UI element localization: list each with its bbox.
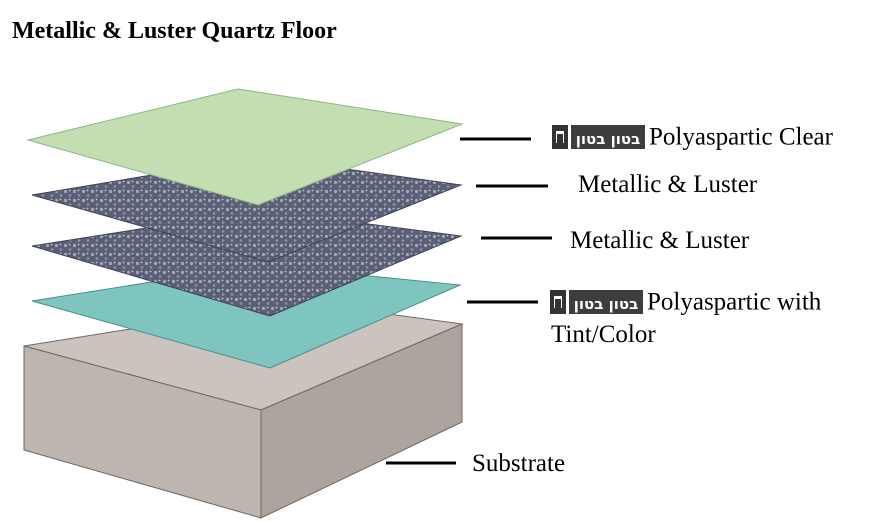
label-base-coat: בטון בטון Polyaspartic with — [550, 286, 821, 317]
substrate-side-face — [260, 323, 463, 519]
beton-logo-icon: בטון בטון — [550, 290, 643, 315]
diagram-title: Metallic & Luster Quartz Floor — [12, 18, 337, 44]
label-base-coat-line1: Polyaspartic with — [647, 288, 822, 316]
svg-text:בטון בטון: בטון בטון — [574, 295, 639, 313]
clear-top-layer — [26, 88, 464, 206]
label-top-coat-text: Polyaspartic Clear — [649, 123, 833, 151]
label-base-coat-line2: Tint/Color — [551, 321, 656, 348]
label-metallic-2: Metallic & Luster — [570, 227, 750, 254]
svg-text:בטון בטון: בטון בטון — [576, 130, 641, 148]
label-top-coat: בטון בטון Polyaspartic Clear — [552, 121, 833, 152]
label-substrate: Substrate — [472, 450, 566, 477]
label-metallic-1: Metallic & Luster — [578, 171, 758, 198]
beton-logo-icon: בטון בטון — [552, 125, 645, 150]
